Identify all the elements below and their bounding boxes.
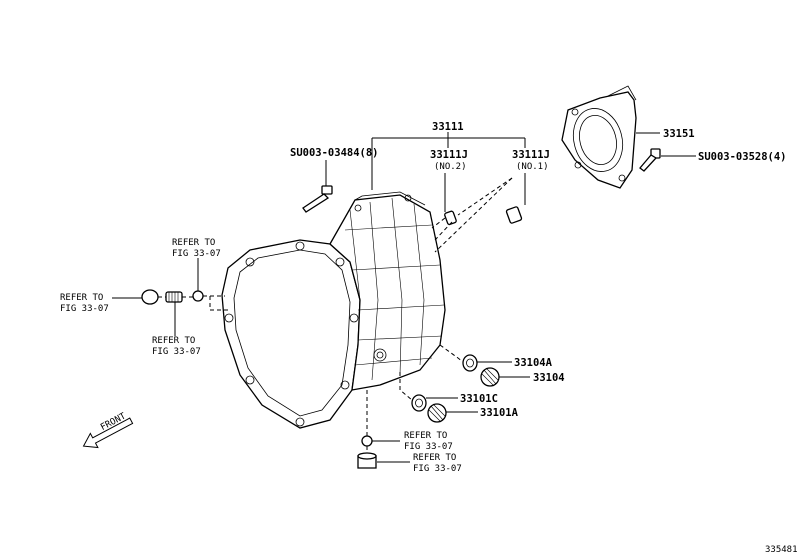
- part-number-33111j-no2: 33111J: [430, 149, 468, 161]
- plug-left-spring: [165, 291, 183, 303]
- plug-33101a: [427, 403, 447, 423]
- svg-text:FIG 33-07: FIG 33-07: [404, 442, 453, 452]
- gasket-33101c: [411, 394, 427, 412]
- bolt-left-number: SU003-03484(8): [290, 147, 379, 159]
- plug-bottom-cap: [357, 452, 377, 469]
- part-number-33101c: 33101C: [460, 393, 498, 405]
- refer-note-left: REFER TO FIG 33-07: [60, 293, 109, 314]
- bolt-left: [302, 185, 333, 213]
- front-label: FRONT: [99, 411, 128, 433]
- front-arrow: FRONT: [82, 411, 134, 449]
- svg-text:FIG 33-07: FIG 33-07: [152, 347, 201, 357]
- svg-text:REFER TO: REFER TO: [172, 238, 215, 248]
- part-number-33111: 33111: [432, 121, 464, 133]
- svg-text:FIG 33-07: FIG 33-07: [172, 249, 221, 259]
- plug-bottom-ball: [361, 435, 373, 447]
- diagram-id: 335481: [765, 545, 798, 555]
- refer-note-lower-left: REFER TO FIG 33-07: [152, 336, 201, 357]
- dowel-pin-no1: [505, 206, 523, 224]
- svg-text:FIG 33-07: FIG 33-07: [413, 464, 462, 474]
- transmission-case: [221, 191, 446, 429]
- part-sub-no2: (NO.2): [434, 162, 467, 172]
- leader-lines: [112, 132, 696, 463]
- part-number-33101a: 33101A: [480, 407, 519, 419]
- part-number-33151: 33151: [663, 128, 695, 140]
- svg-text:FIG 33-07: FIG 33-07: [60, 304, 109, 314]
- refer-note-bottom-2: REFER TO FIG 33-07: [413, 453, 462, 474]
- bolt-right-number: SU003-03528(4): [698, 151, 787, 163]
- part-sub-no1: (NO.1): [516, 162, 549, 172]
- part-number-33104a: 33104A: [514, 357, 553, 369]
- part-number-33111j-no1: 33111J: [512, 149, 550, 161]
- svg-text:REFER TO: REFER TO: [413, 453, 456, 463]
- gasket-33104a: [462, 354, 478, 372]
- extension-housing: [561, 85, 637, 189]
- plug-33104: [480, 367, 500, 387]
- part-number-33104: 33104: [533, 372, 565, 384]
- svg-text:REFER TO: REFER TO: [404, 431, 447, 441]
- bolt-right: [639, 148, 661, 172]
- refer-note-top-left: REFER TO FIG 33-07: [172, 238, 221, 259]
- svg-text:REFER TO: REFER TO: [152, 336, 195, 346]
- svg-text:REFER TO: REFER TO: [60, 293, 103, 303]
- plug-left-cap: [141, 289, 159, 305]
- dowel-pin-no2: [444, 210, 457, 226]
- plug-left-ball: [192, 290, 204, 302]
- refer-note-bottom-1: REFER TO FIG 33-07: [404, 431, 453, 452]
